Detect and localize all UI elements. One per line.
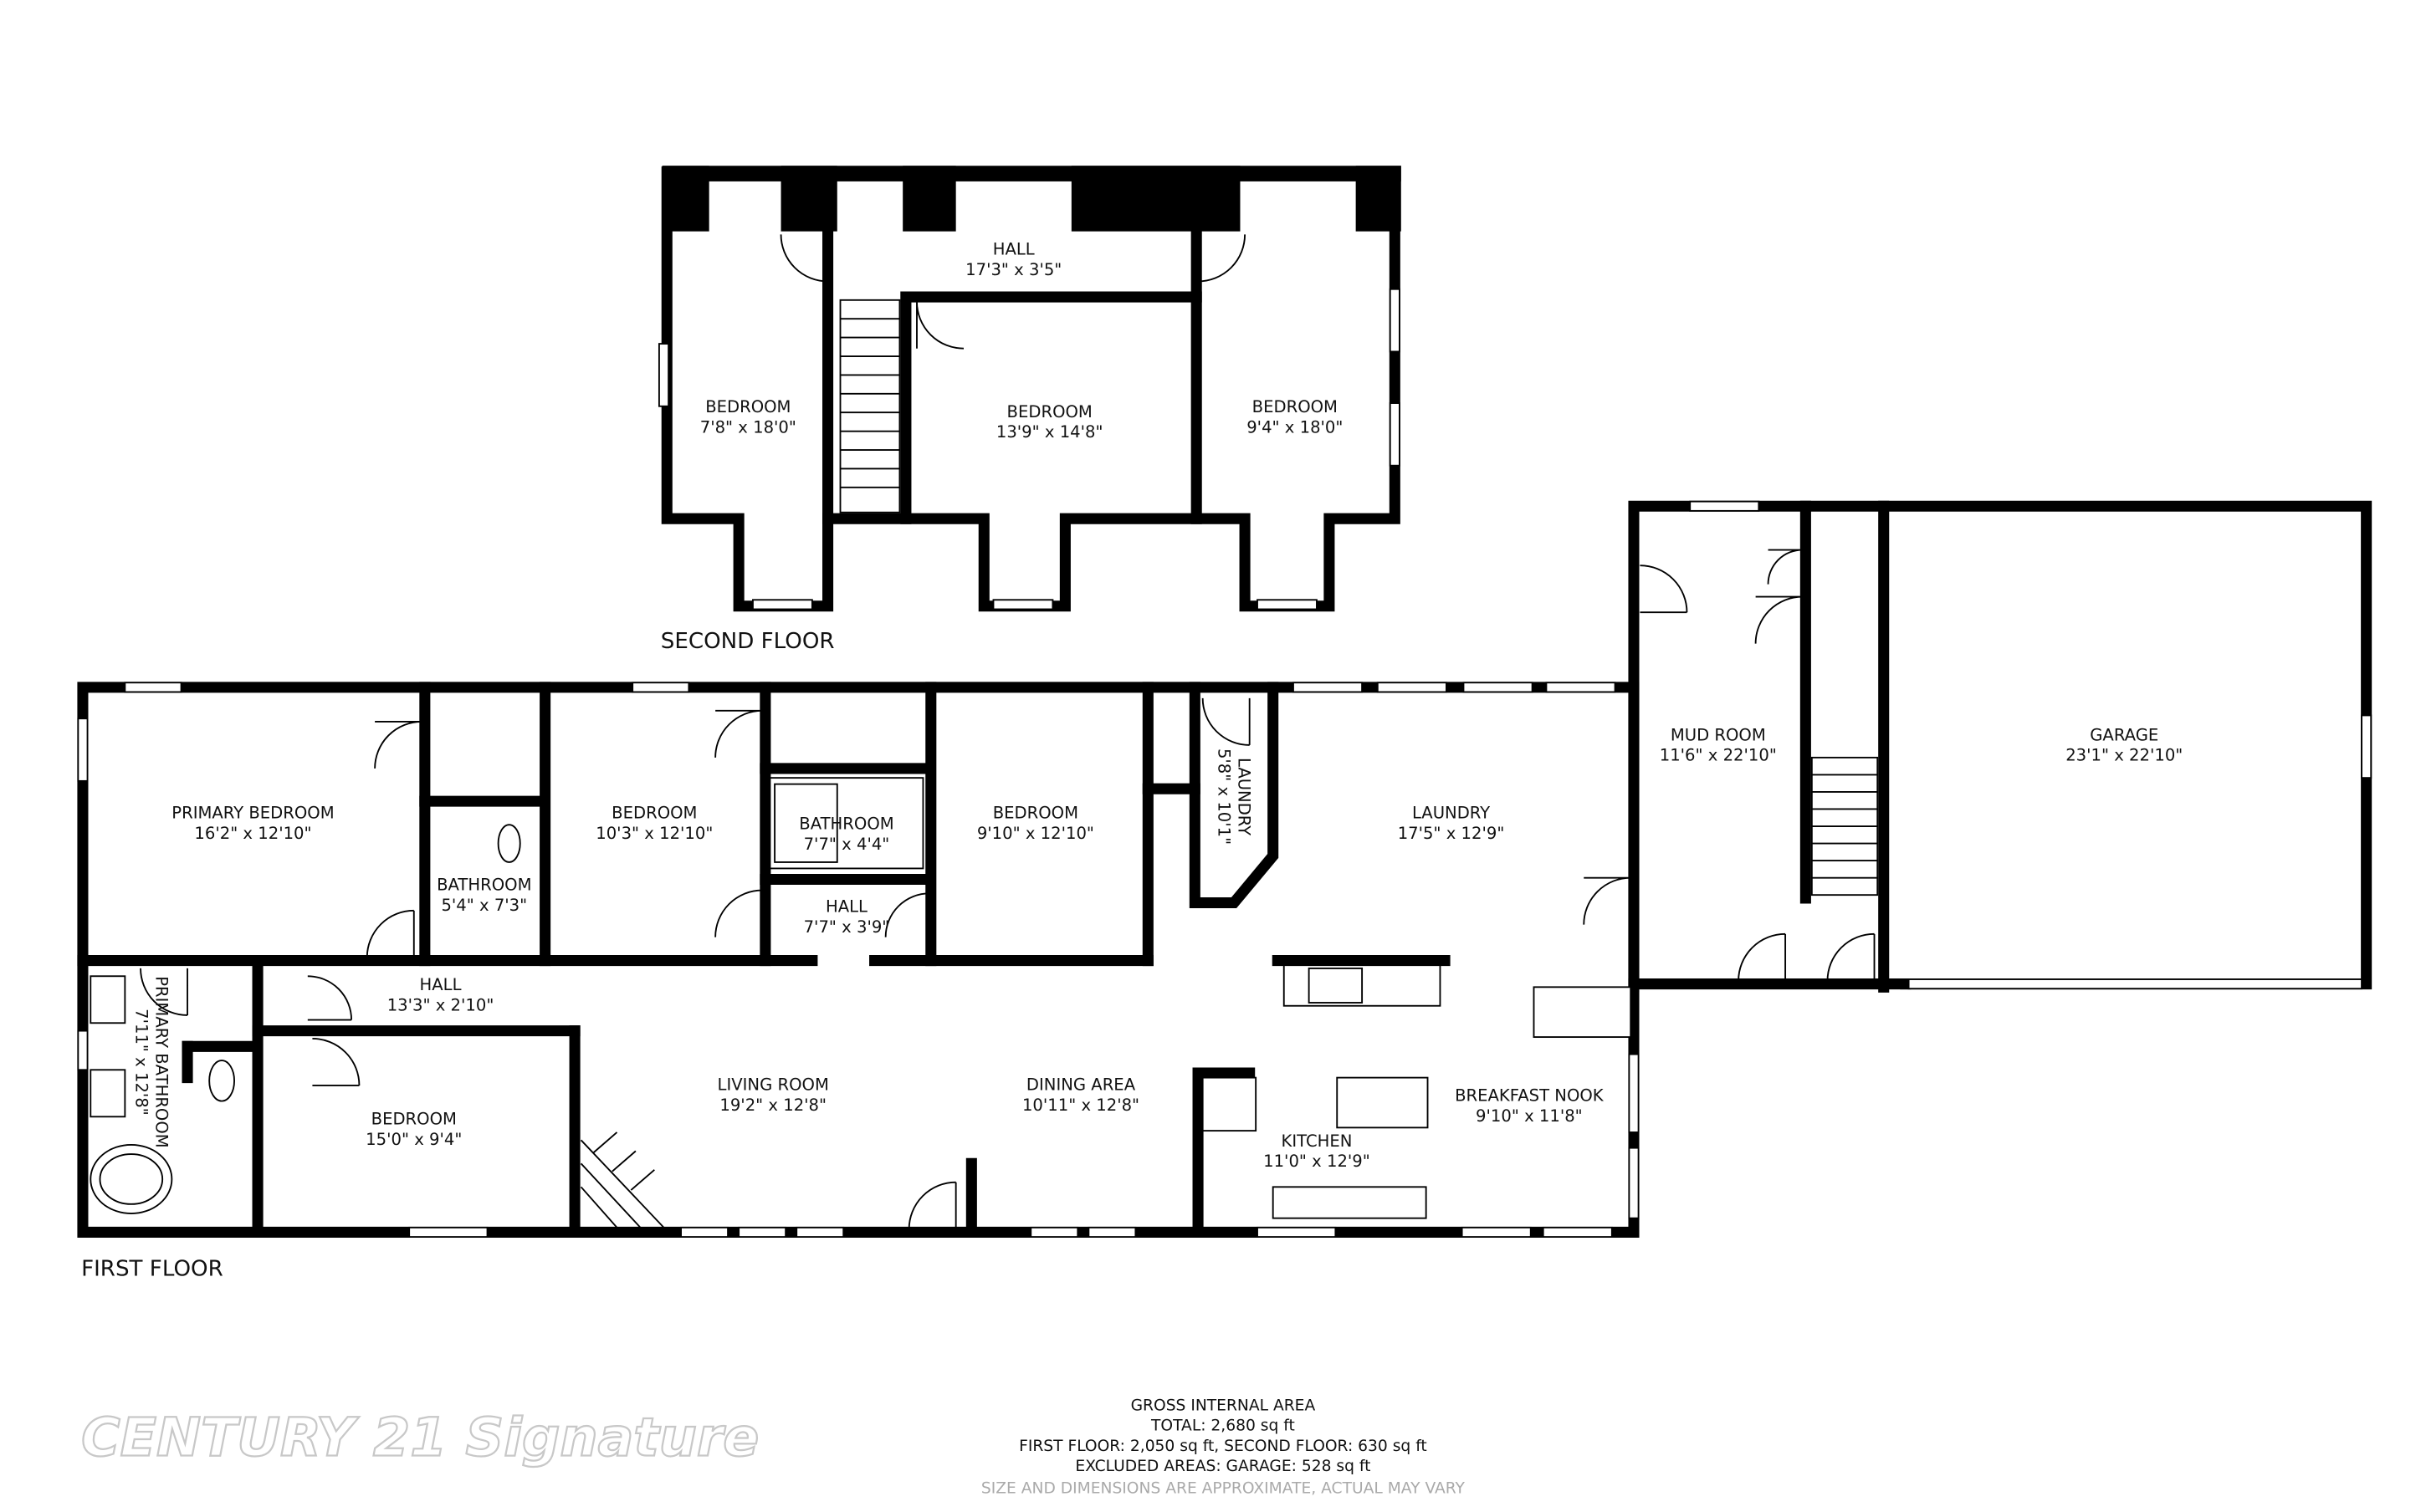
summary-total: TOTAL: 2,680 sq ft — [1150, 1418, 1295, 1435]
room-name: BEDROOM — [993, 804, 1078, 823]
room-name: BEDROOM — [1007, 402, 1093, 421]
stairs — [580, 756, 1879, 1228]
summary-floors: FIRST FLOOR: 2,050 sq ft, SECOND FLOOR: … — [1019, 1438, 1427, 1455]
room-size: 10'11" x 12'8" — [1022, 1096, 1139, 1115]
summary-disclaimer: SIZE AND DIMENSIONS ARE APPROXIMATE, ACT… — [981, 1479, 1466, 1497]
room-name: DINING AREA — [1026, 1075, 1136, 1095]
room-name: BATHROOM — [799, 815, 893, 834]
room-name: BEDROOM — [1252, 397, 1338, 416]
room-name: HALL — [993, 240, 1035, 259]
room-size: 7'7" x 3'9" — [804, 917, 890, 937]
room-size: 15'0" x 9'4" — [366, 1130, 462, 1149]
room-name: BEDROOM — [705, 397, 791, 416]
room-size: 10'3" x 12'10" — [596, 824, 713, 843]
room-size: 9'4" x 18'0" — [1246, 418, 1343, 437]
room-name: BREAKFAST NOOK — [1455, 1086, 1605, 1106]
summary-title: GROSS INTERNAL AREA — [1131, 1397, 1316, 1414]
stairs — [839, 299, 901, 513]
area-summary: GROSS INTERNAL AREA TOTAL: 2,680 sq ft F… — [981, 1397, 1466, 1497]
room-name: GARAGE — [2090, 725, 2158, 744]
second-floor-label: SECOND FLOOR — [661, 629, 835, 654]
svg-text:BATHROOM7'7" x 4'4": BATHROOM7'7" x 4'4" — [799, 815, 893, 854]
room-size: 9'10" x 12'10" — [977, 824, 1094, 843]
room-name: LAUNDRY — [1412, 804, 1490, 823]
room-size: 11'6" x 22'10" — [1660, 746, 1777, 765]
room-size: 17'5" x 12'9" — [1398, 824, 1505, 843]
room-name: PRIMARY BATHROOM — [152, 976, 171, 1147]
room-size: 13'9" x 14'8" — [996, 422, 1103, 442]
summary-excluded: EXCLUDED AREAS: GARAGE: 528 sq ft — [1075, 1458, 1370, 1475]
room-size: 13'3" x 2'10" — [387, 995, 494, 1014]
room-name: HALL — [420, 975, 462, 994]
room-size: 7'7" x 4'4" — [804, 835, 890, 854]
room-size: 7'11" x 12'8" — [131, 1009, 151, 1116]
room-size: 19'2" x 12'8" — [719, 1096, 827, 1115]
room-name: BEDROOM — [371, 1110, 457, 1129]
room-size: 5'4" x 7'3" — [441, 896, 527, 915]
room-size: 11'0" x 12'9" — [1263, 1152, 1370, 1171]
svg-text:LAUNDRY5'8" x 10'1": LAUNDRY5'8" x 10'1" — [1214, 748, 1253, 845]
room-size: 7'8" x 18'0" — [700, 418, 796, 437]
room-size: 23'1" x 22'10" — [2065, 746, 2183, 765]
room-name: BATHROOM — [437, 876, 531, 895]
room-size: 9'10" x 11'8" — [1476, 1106, 1583, 1126]
first-floor-label: FIRST FLOOR — [81, 1257, 223, 1282]
room-name: PRIMARY BEDROOM — [171, 804, 334, 823]
room-name: LIVING ROOM — [718, 1075, 829, 1095]
room-name: HALL — [826, 897, 868, 917]
room-name: BEDROOM — [612, 804, 697, 823]
svg-text:PRIMARY BATHROOM7'11" x 12'8": PRIMARY BATHROOM7'11" x 12'8" — [131, 976, 171, 1147]
room-size: 5'8" x 10'1" — [1214, 748, 1233, 845]
watermark-logo: CENTURY 21 Signature — [81, 1406, 759, 1468]
room-size: 16'2" x 12'10" — [194, 824, 311, 843]
room-name: KITCHEN — [1282, 1131, 1353, 1151]
room-name: MUD ROOM — [1671, 725, 1766, 744]
room-name: LAUNDRY — [1235, 758, 1254, 835]
room-size: 17'3" x 3'5" — [965, 260, 1062, 279]
